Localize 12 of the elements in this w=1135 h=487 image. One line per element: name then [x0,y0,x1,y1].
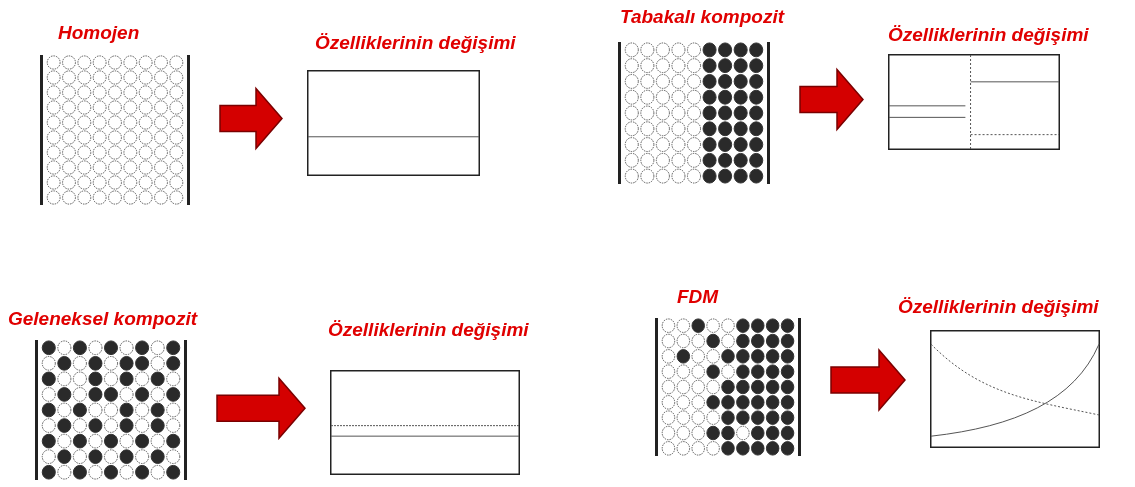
panel-heading: FDM [677,286,719,308]
panel-heading: Özelliklerinin değişimi [898,296,1099,318]
block-arrow [219,86,283,151]
block-arrow [799,67,864,132]
panel-heading: Özelliklerinin değişimi [315,32,516,54]
panel-heading: Özelliklerinin değişimi [328,319,529,341]
panel-heading: Özelliklerinin değişimi [888,24,1089,46]
panel-heading: Tabakalı kompozit [620,6,784,28]
block-arrow [830,348,906,412]
panel-heading: Homojen [58,22,140,44]
panel-heading: Geleneksel kompozit [8,308,197,330]
block-arrow [216,376,306,441]
